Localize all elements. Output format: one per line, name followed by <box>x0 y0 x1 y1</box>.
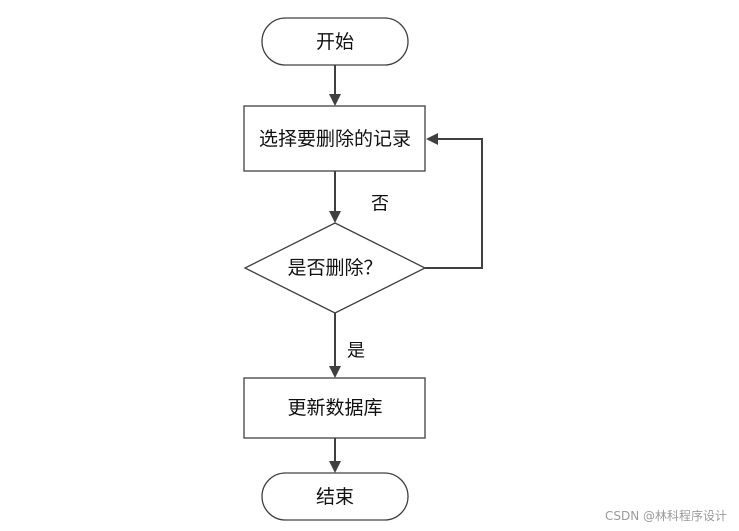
decision-node-label: 是否删除？ <box>287 257 382 279</box>
arrowhead-decision-to-update <box>329 366 341 378</box>
update-database-node <box>243 377 426 439</box>
select-record-node <box>243 105 426 172</box>
yes-edge-label: 是 <box>347 341 365 362</box>
update-database-node-label: 更新数据库 <box>287 397 382 419</box>
no-edge-label: 否 <box>371 194 389 215</box>
watermark-text: CSDN @林科程序设计 <box>604 509 727 523</box>
arrowhead-loop-back <box>426 133 438 145</box>
select-record-node-label: 选择要删除的记录 <box>259 128 411 150</box>
arrowhead-start-to-select <box>329 94 341 106</box>
end-node <box>261 472 409 521</box>
edge-decision-loop-back <box>425 138 483 269</box>
arrowhead-select-to-decision <box>329 211 341 223</box>
arrowhead-update-to-end <box>329 461 341 473</box>
start-node-label: 开始 <box>316 31 354 53</box>
end-node-label: 结束 <box>316 486 354 508</box>
